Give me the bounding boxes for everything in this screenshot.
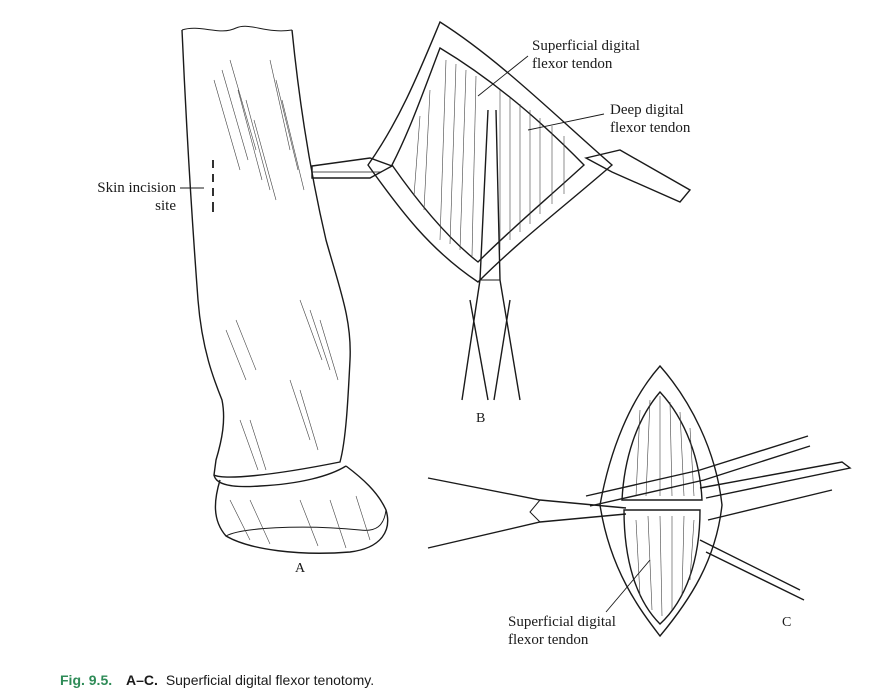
label-skin-incision-line2: site <box>155 198 176 214</box>
figure-caption: Fig. 9.5. A–C. Superficial digital flexo… <box>60 672 374 688</box>
label-ddft-line2: flexor tendon <box>610 120 691 136</box>
label-ddft-line1: Deep digital <box>610 102 684 118</box>
panel-letter-c: C <box>782 615 791 630</box>
label-sdft-top-line1: Superficial digital <box>532 38 640 54</box>
label-sdft-bottom-line2: flexor tendon <box>508 632 589 648</box>
panel-c-surgical-drawing <box>427 364 852 638</box>
figure-number: Fig. 9.5. <box>60 672 113 688</box>
annotation-labels: Skin incision site Superficial digital f… <box>97 38 791 648</box>
panel-letter-b: B <box>476 411 485 426</box>
panel-b-surgical-drawing <box>311 20 692 401</box>
caption-text: Superficial digital flexor tenotomy. <box>165 672 375 688</box>
label-sdft-top-line2: flexor tendon <box>532 56 613 72</box>
label-skin-incision-line1: Skin incision <box>97 180 176 196</box>
caption-panel-range: A–C. <box>126 672 158 688</box>
label-sdft-bottom-line1: Superficial digital <box>508 614 616 630</box>
panel-letter-a: A <box>295 561 306 576</box>
panel-a-limb-drawing <box>180 25 389 554</box>
